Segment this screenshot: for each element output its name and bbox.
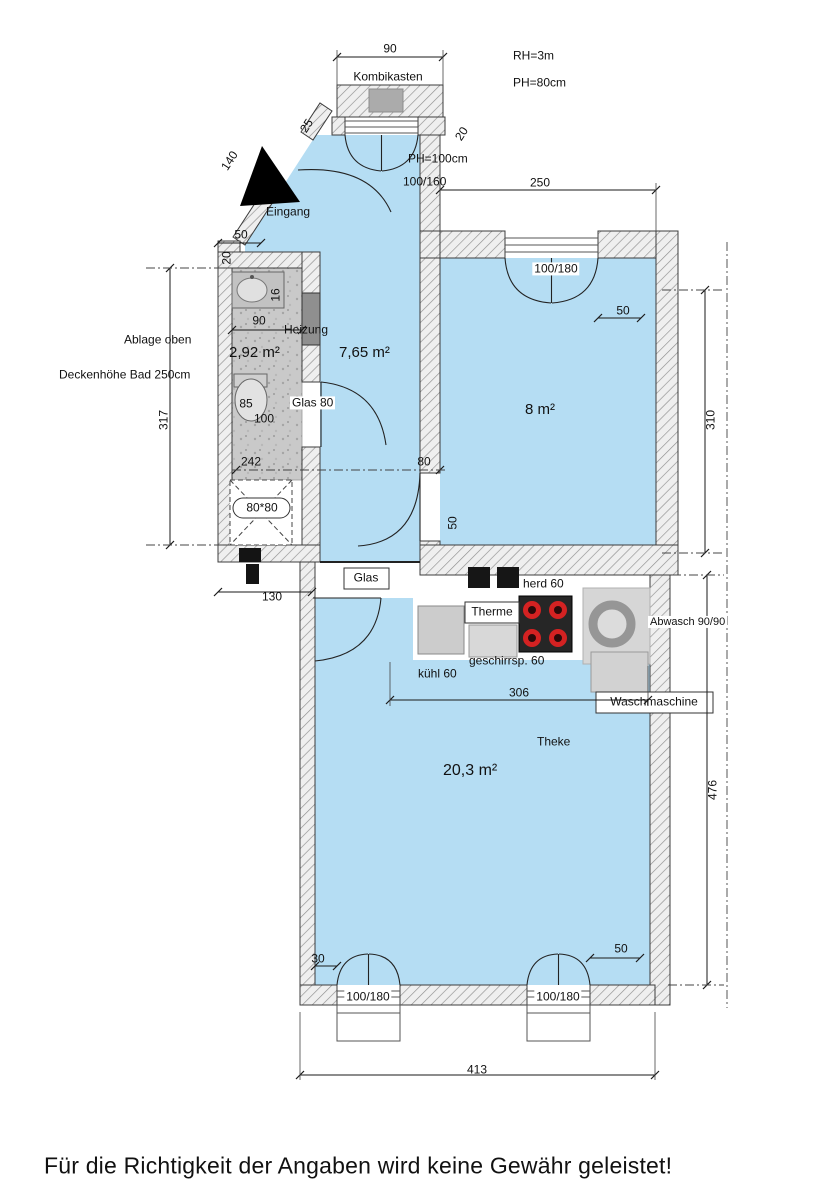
kitchen-sink bbox=[588, 600, 636, 648]
dimension-lines bbox=[169, 56, 708, 1076]
dim-20-bath: 20 bbox=[219, 251, 234, 265]
kombikasten-label: Kombikasten bbox=[353, 69, 423, 84]
boiler bbox=[239, 548, 261, 562]
therme-label: Therme bbox=[471, 604, 513, 619]
kitchen-fixtures bbox=[417, 567, 651, 693]
dim-250: 250 bbox=[529, 175, 551, 190]
extension-lines bbox=[299, 50, 657, 1080]
bath-fixtures bbox=[229, 271, 321, 584]
shower-size-label: 80*80 bbox=[246, 500, 278, 515]
glas-label: Glas bbox=[353, 570, 379, 585]
window-100-180-top-label: 100/180 bbox=[532, 261, 580, 276]
eingang-label: Eingang bbox=[266, 204, 311, 219]
kuehl-label: kühl 60 bbox=[418, 666, 457, 681]
dim-310: 310 bbox=[703, 409, 718, 431]
note-ph: PH=80cm bbox=[513, 75, 567, 90]
door-swing-arcs bbox=[297, 134, 599, 986]
label-boxes bbox=[343, 567, 714, 714]
dim-50-bottom: 50 bbox=[614, 941, 628, 956]
geschirrspueler-label: geschirrsp. 60 bbox=[469, 653, 545, 668]
bedroom-area-label: 8 m² bbox=[525, 400, 555, 418]
heizung-label: Heizung bbox=[284, 322, 329, 337]
dim-90-bath: 90 bbox=[252, 313, 266, 328]
dim-90-top: 90 bbox=[383, 41, 397, 56]
bedroom-floor bbox=[440, 258, 656, 545]
sink-basin bbox=[236, 277, 268, 303]
dim-16: 16 bbox=[268, 288, 283, 302]
dim-413: 413 bbox=[466, 1062, 488, 1077]
waschmaschine-label: Waschmaschine bbox=[610, 694, 698, 709]
window-sill-boxes bbox=[336, 1004, 591, 1042]
dishwasher bbox=[468, 624, 518, 658]
dim-242: 242 bbox=[240, 454, 262, 469]
kitchen-door-arc bbox=[314, 597, 382, 662]
living-floor bbox=[315, 575, 650, 985]
dim-476: 476 bbox=[705, 779, 720, 801]
herd-block bbox=[468, 567, 490, 588]
window-100-180-br-label: 100/180 bbox=[534, 989, 582, 1004]
window-100-160-label: 100/160 bbox=[403, 174, 447, 189]
kombikasten-box bbox=[368, 88, 404, 113]
dim-50-room8: 50 bbox=[616, 303, 630, 318]
toilet-bowl bbox=[234, 378, 268, 422]
hall-area-label: 7,65 m² bbox=[339, 343, 390, 361]
window-100-180-bl-label: 100/180 bbox=[344, 989, 392, 1004]
dim-306: 306 bbox=[508, 685, 530, 700]
dim-130: 130 bbox=[261, 589, 283, 604]
disclaimer-text: Für die Richtigkeit der Angaben wird kei… bbox=[44, 1152, 673, 1179]
deckenhoehe-label: Deckenhöhe Bad 250cm bbox=[59, 367, 191, 382]
ablage-oben-label: Ablage oben bbox=[124, 332, 192, 347]
theke-label: Theke bbox=[537, 734, 571, 749]
walls bbox=[217, 84, 679, 1006]
bath-area-label: 2,92 m² bbox=[229, 343, 280, 361]
dim-80: 80 bbox=[417, 454, 431, 469]
glas80-label: Glas 80 bbox=[290, 395, 336, 410]
herd-block bbox=[497, 567, 519, 588]
entrance-arrow-icon bbox=[240, 146, 300, 206]
abwasch-label: Abwasch 90/90 bbox=[648, 615, 728, 629]
dim-317: 317 bbox=[156, 409, 171, 431]
radiator bbox=[301, 292, 321, 346]
bedroom-door-arc bbox=[357, 472, 421, 547]
dim-50-bathtop: 50 bbox=[234, 227, 248, 242]
note-rh: RH=3m bbox=[513, 48, 555, 63]
window-ph100-label: PH=100cm bbox=[408, 151, 468, 166]
entry-door-arc bbox=[297, 168, 392, 213]
living-area-label: 20,3 m² bbox=[443, 762, 498, 780]
herd-label: herd 60 bbox=[523, 576, 564, 591]
washing-machine bbox=[590, 651, 649, 693]
dim-30: 30 bbox=[311, 951, 325, 966]
dim-85: 85 bbox=[239, 396, 253, 411]
dim-50-hall: 50 bbox=[445, 516, 460, 530]
hall-floor bbox=[245, 135, 420, 562]
bath-door-arc bbox=[320, 381, 387, 446]
fridge bbox=[417, 605, 465, 655]
shower-label-box bbox=[232, 497, 291, 519]
bedroom-window-arc bbox=[504, 257, 552, 304]
dim-100: 100 bbox=[253, 411, 275, 426]
